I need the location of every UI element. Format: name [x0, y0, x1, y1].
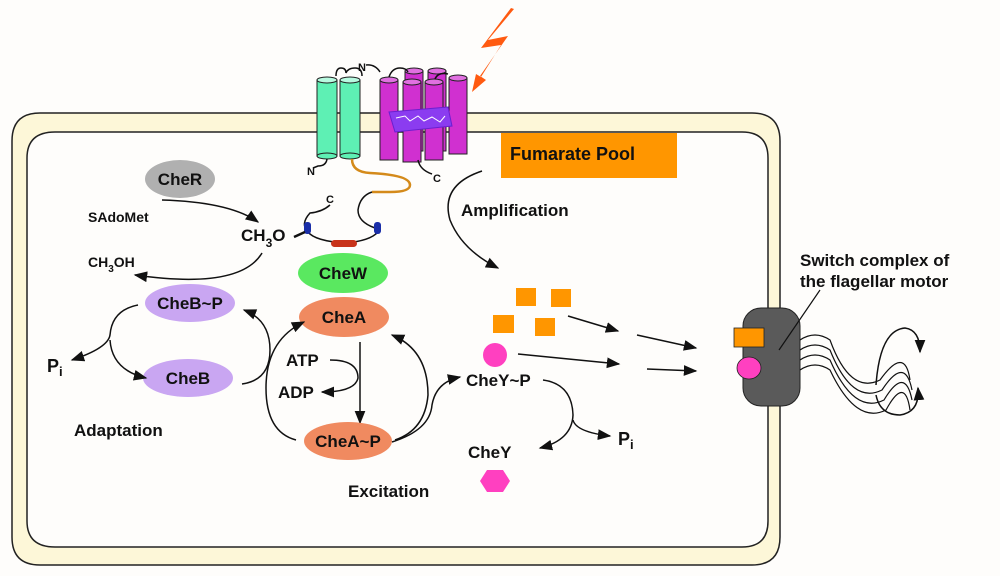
chey-p-circle-icon [483, 343, 507, 367]
adp-label: ADP [278, 383, 314, 402]
amplification-arrow [447, 170, 500, 269]
pi-left-label: Pi [47, 356, 63, 379]
cheb-p-node [145, 284, 235, 322]
switch-complex-pointer [778, 289, 821, 351]
rotation-arrow-bottom [875, 386, 925, 416]
motor-bound-chey-p-icon [736, 356, 762, 380]
chea-label: CheA [322, 308, 366, 327]
ch3o-label: CH3O [241, 226, 285, 250]
chey-p-label: CheY~P [466, 371, 531, 390]
chey-pi-release-arrow [572, 419, 612, 440]
chew-node [298, 253, 388, 293]
switch-complex-label-line1: Switch complex of [800, 251, 950, 270]
chey-p-arrow-2 [646, 365, 698, 376]
cheb-phospho-arrow [241, 309, 271, 385]
cher-node [145, 160, 215, 198]
chey-hexagon-icon [480, 470, 510, 492]
switch-complex-label-line2: the flagellar motor [800, 272, 949, 291]
fumarate-arrow-1 [567, 315, 620, 333]
transducer-n-terminus: N [307, 166, 315, 178]
cher-label: CheR [158, 170, 202, 189]
chew-label: CheW [319, 264, 368, 283]
adaptation-label: Adaptation [74, 421, 163, 440]
cheb-label: CheB [166, 369, 210, 388]
chea-p-label: CheA~P [315, 432, 381, 451]
fumarate-arrow-2 [636, 334, 698, 351]
chea-p-return-arrow [265, 321, 306, 441]
demethylation-arrow [133, 252, 263, 283]
retinal-chromophore [388, 106, 453, 133]
atp-label: ATP [286, 351, 319, 370]
motor-bound-fumarate-icon [733, 327, 765, 348]
cheb-return-arrow [109, 339, 148, 381]
fumarate-pool-box [501, 133, 677, 178]
rhodopsin-c-terminus: C [433, 173, 441, 185]
rhodopsin-n-terminus: N [358, 62, 366, 74]
transducer-c-terminus: C [326, 194, 334, 206]
fumarate-pool-label: Fumarate Pool [510, 144, 635, 164]
sadomet-label: SAdoMet [88, 209, 149, 225]
chey-p-arrow-1 [517, 353, 621, 369]
chea-node [299, 297, 389, 337]
transducer-signaling-domain [293, 191, 381, 247]
sensory-rhodopsin [365, 64, 468, 175]
phosphotransfer-arrow [391, 374, 462, 443]
ch3oh-label: CH3OH [88, 254, 135, 275]
methylation-arrow [161, 199, 260, 223]
transducer-helices [312, 67, 363, 169]
excitation-label: Excitation [348, 482, 429, 501]
chey-dephospho-arrow [538, 379, 574, 451]
amplification-label: Amplification [461, 201, 569, 220]
transducer-linker [350, 158, 412, 194]
chea-p-node [304, 422, 392, 460]
pi-right-label: Pi [618, 429, 634, 452]
cheb-dephospho-arrow [70, 304, 139, 362]
cheb-node [143, 359, 233, 397]
chea-regeneration-arrow [390, 334, 429, 441]
rotation-arrow-top [875, 327, 926, 386]
cheb-p-label: CheB~P [157, 294, 223, 313]
atp-to-adp-arrow [320, 359, 359, 398]
fumarate-molecules [493, 288, 571, 336]
chey-label: CheY [468, 443, 512, 462]
light-bolt-icon [472, 8, 514, 92]
flagellum [799, 334, 913, 414]
